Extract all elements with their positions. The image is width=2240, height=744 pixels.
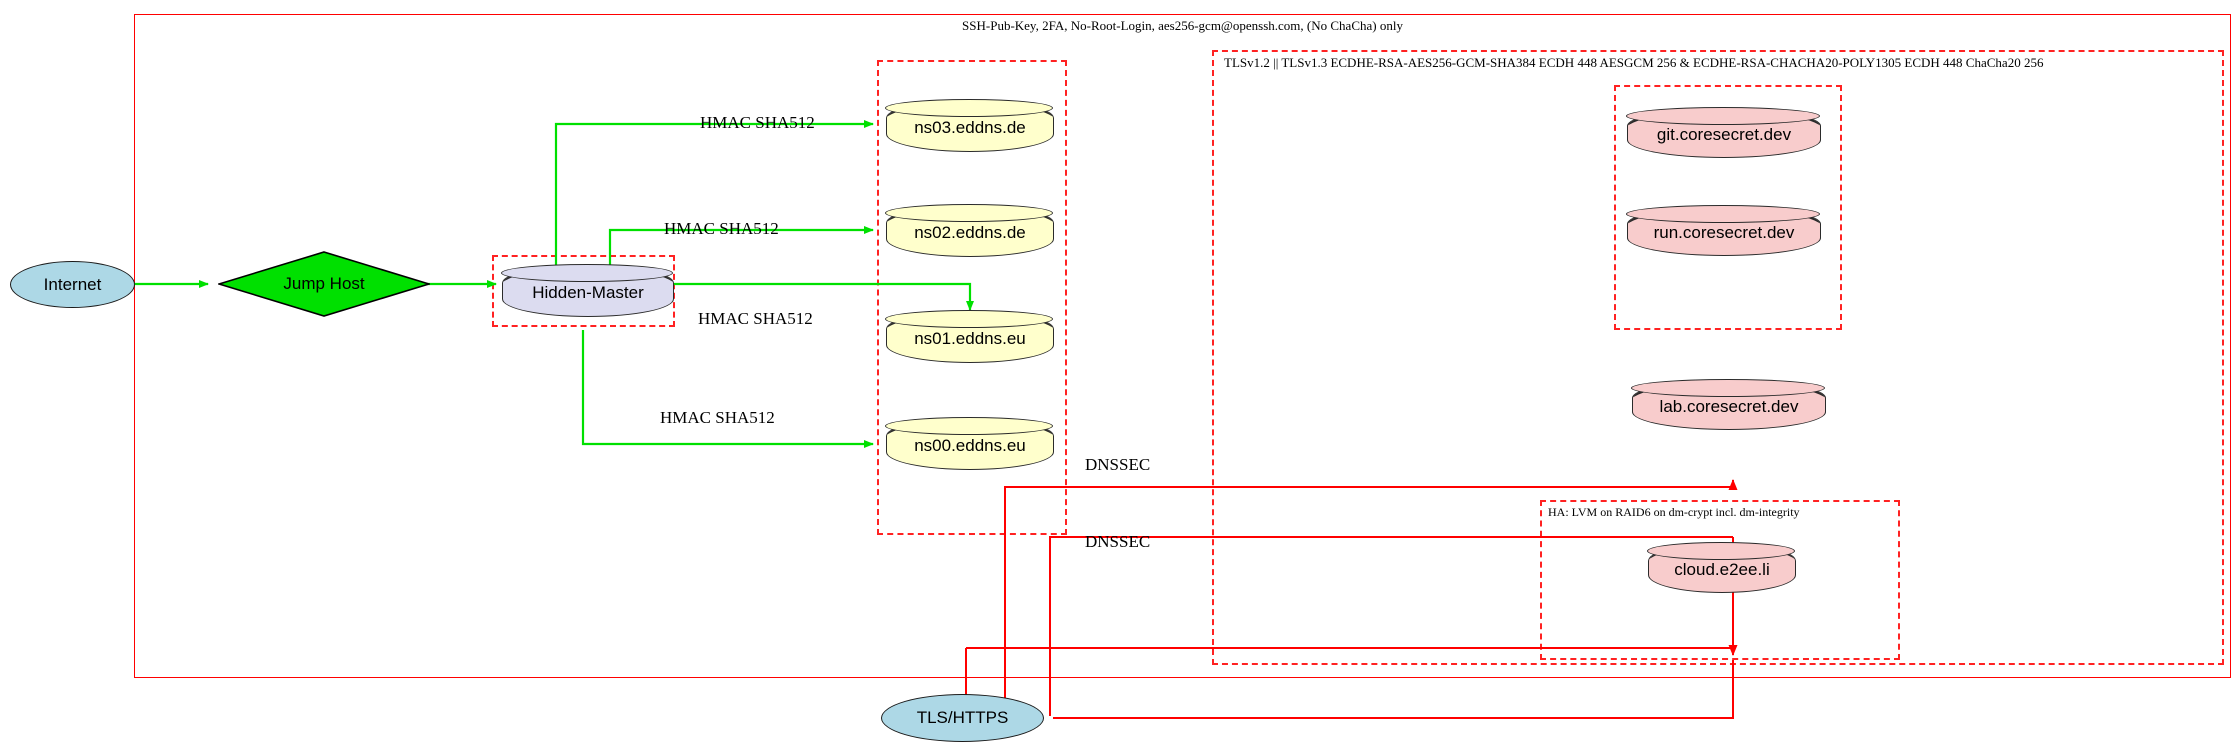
cylinder-cap [885, 204, 1054, 223]
node-ns03[interactable]: ns03.eddns.de [885, 99, 1054, 152]
node-lab-coresecret-label: lab.coresecret.dev [1659, 397, 1799, 416]
node-tls-https[interactable]: TLS/HTTPS [881, 694, 1044, 742]
node-run-coresecret[interactable]: run.coresecret.dev [1626, 205, 1821, 256]
edge-label-hmac-ns03: HMAC SHA512 [700, 113, 815, 132]
node-ns00-label: ns00.eddns.eu [914, 436, 1026, 455]
node-lab-coresecret[interactable]: lab.coresecret.dev [1631, 379, 1826, 430]
node-git-coresecret-label: git.coresecret.dev [1656, 125, 1792, 144]
cylinder-cap [885, 417, 1054, 436]
cylinder-cap [501, 264, 674, 283]
cylinder-cap [885, 310, 1054, 329]
node-tls-https-label: TLS/HTTPS [916, 708, 1009, 727]
node-ns00[interactable]: ns00.eddns.eu [885, 417, 1054, 470]
node-cloud-e2ee-label: cloud.e2ee.li [1674, 560, 1770, 579]
node-run-coresecret-label: run.coresecret.dev [1653, 223, 1795, 242]
cylinder-cap [885, 99, 1054, 118]
cluster-ssh-label: SSH-Pub-Key, 2FA, No-Root-Login, aes256-… [962, 18, 1403, 33]
cluster-service-zone [1614, 85, 1842, 330]
node-jump-host[interactable]: Jump Host [216, 251, 432, 317]
edge-label-dnssec-upper: DNSSEC [1085, 455, 1151, 474]
edge-label-dnssec-lower: DNSSEC [1085, 532, 1151, 551]
node-hidden-master-label: Hidden-Master [532, 283, 644, 302]
node-internet-label: Internet [43, 274, 102, 294]
diamond-shape [216, 251, 432, 317]
node-ns01-label: ns01.eddns.eu [914, 329, 1026, 348]
node-ns02-label: ns02.eddns.de [914, 223, 1026, 242]
edge-label-hmac-ns01: HMAC SHA512 [698, 309, 813, 328]
cluster-ha-label: HA: LVM on RAID6 on dm-crypt incl. dm-in… [1548, 505, 1800, 519]
node-hidden-master[interactable]: Hidden-Master [501, 264, 674, 317]
node-cloud-e2ee[interactable]: cloud.e2ee.li [1647, 542, 1796, 593]
node-ns02[interactable]: ns02.eddns.de [885, 204, 1054, 257]
cluster-tls-label: TLSv1.2 || TLSv1.3 ECDHE-RSA-AES256-GCM-… [1224, 55, 2044, 70]
cylinder-cap [1647, 542, 1796, 561]
node-git-coresecret[interactable]: git.coresecret.dev [1626, 107, 1821, 158]
edge-label-hmac-ns02: HMAC SHA512 [664, 219, 779, 238]
node-ns03-label: ns03.eddns.de [914, 118, 1026, 137]
node-internet[interactable]: Internet [10, 261, 135, 308]
edge-label-hmac-ns00: HMAC SHA512 [660, 408, 775, 427]
node-ns01[interactable]: ns01.eddns.eu [885, 310, 1054, 363]
